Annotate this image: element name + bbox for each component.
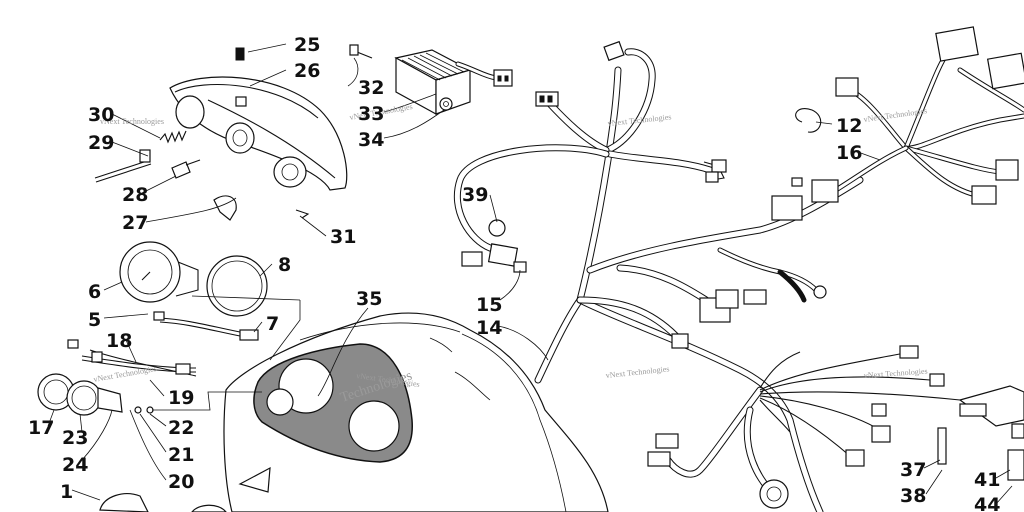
tachometer — [37, 373, 154, 416]
callout-12: 12 — [836, 115, 862, 137]
hood-panel — [223, 312, 609, 512]
callout-24: 24 — [62, 454, 88, 476]
callout-34: 34 — [358, 129, 384, 151]
callout-41: 41 — [974, 469, 1000, 491]
callout-26: 26 — [294, 60, 320, 82]
callout-14: 14 — [476, 317, 502, 339]
lower-gauges — [99, 493, 227, 512]
callouts: 25 26 30 29 28 27 31 32 33 34 8 6 5 7 18… — [28, 34, 1000, 512]
callout-29: 29 — [88, 132, 114, 154]
callout-18: 18 — [106, 330, 132, 352]
callout-20: 20 — [168, 471, 194, 493]
callout-19: 19 — [168, 387, 194, 409]
leader-lines — [47, 43, 1013, 505]
callout-44: 44 — [974, 494, 1000, 512]
callout-33: 33 — [358, 103, 384, 125]
headlight-assembly — [94, 47, 348, 221]
watermark: vNext Technologies — [605, 364, 670, 380]
callout-30: 30 — [88, 104, 114, 126]
callout-25: 25 — [294, 34, 320, 56]
callout-23: 23 — [62, 427, 88, 449]
gauge-bezel — [206, 255, 268, 317]
watermark: vNext Technologies — [864, 367, 928, 380]
lower-right-harness — [759, 345, 1024, 481]
callout-21: 21 — [168, 444, 194, 466]
callout-8: 8 — [278, 254, 291, 276]
watermark: vNext Technologies — [100, 117, 164, 126]
callout-28: 28 — [122, 184, 148, 206]
callout-15: 15 — [476, 294, 502, 316]
callout-38: 38 — [900, 485, 926, 507]
callout-22: 22 — [168, 417, 194, 439]
gauge-harness — [67, 311, 259, 377]
callout-5: 5 — [88, 309, 101, 331]
callout-6: 6 — [88, 281, 101, 303]
callout-7: 7 — [266, 313, 279, 335]
callout-35: 35 — [356, 288, 382, 310]
watermark: vNext Technologies — [93, 364, 158, 384]
callout-27: 27 — [122, 212, 148, 234]
callout-1: 1 — [60, 481, 73, 503]
callout-16: 16 — [836, 142, 862, 164]
callout-31: 31 — [330, 226, 356, 248]
right-harness — [791, 26, 1024, 205]
voltage-regulator — [349, 44, 513, 116]
callout-17: 17 — [28, 417, 54, 439]
main-harness — [453, 48, 864, 512]
callout-32: 32 — [358, 77, 384, 99]
callout-39: 39 — [462, 184, 488, 206]
callout-37: 37 — [900, 459, 926, 481]
speedometer — [119, 241, 199, 303]
